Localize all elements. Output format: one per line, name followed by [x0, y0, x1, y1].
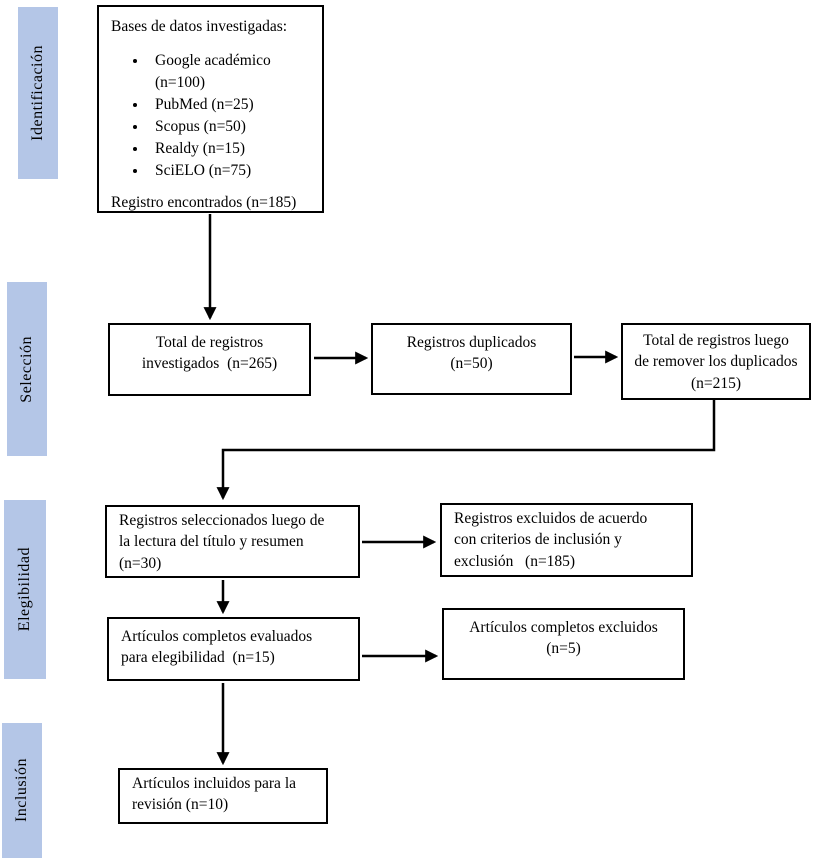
box-text-line: Artículos incluidos para la — [132, 775, 296, 792]
box-text-line: Registros excluidos de acuerdo — [454, 510, 648, 527]
box-text-line: (n=215) — [690, 374, 742, 392]
box-text-line: la lectura del título y resumen — [119, 533, 304, 551]
database-item: PubMed (n=25) — [148, 94, 312, 116]
databases-box-title: Bases de datos investigadas: — [111, 18, 288, 35]
database-item: SciELO (n=75) — [148, 160, 312, 182]
database-item: Google académico (n=100) — [148, 50, 312, 94]
box-registros-duplicados: Registros duplicados (n=50) — [371, 323, 572, 395]
arrow-sinduplicados-to-seleccionados — [216, 400, 716, 501]
box-text-line: de remover los duplicados — [634, 353, 798, 371]
box-registros-sin-duplicados: Total de registros luego de remover los … — [621, 323, 811, 400]
databases-box: Bases de datos investigadas: Google acad… — [97, 5, 324, 213]
box-registros-excluidos-criterios: Registros excluidos de acuerdo con crite… — [440, 503, 693, 577]
box-text-line: Artículos completos excluidos — [469, 619, 658, 636]
box-text-line: para elegibilidad (n=15) — [121, 649, 275, 667]
database-item: Realdy (n=15) — [148, 138, 312, 160]
databases-box-footer: Registro encontrados (n=185) — [111, 194, 297, 212]
box-text-line: Registros duplicados — [406, 334, 537, 351]
box-total-registros-investigados: Total de registros investigados (n=265) — [108, 323, 311, 396]
box-text-line: Artículos completos evaluados — [121, 628, 313, 645]
box-text-line: Registros seleccionados luego de — [119, 512, 325, 529]
box-registros-seleccionados: Registros seleccionados luego de la lect… — [105, 505, 360, 578]
box-articulos-incluidos: Artículos incluidos para la revisión (n=… — [118, 768, 328, 824]
stage-label-text: Selección — [18, 335, 35, 403]
box-text-line: (n=30) — [119, 554, 162, 572]
stage-label-text: Elegibilidad — [16, 547, 33, 632]
database-item: Scopus (n=50) — [148, 116, 312, 138]
stage-label-elegibilidad: Elegibilidad — [4, 500, 46, 679]
box-text-line: exclusión (n=185) — [454, 552, 576, 570]
databases-list: Google académico (n=100) PubMed (n=25) S… — [111, 50, 312, 182]
stage-label-text: Inclusión — [13, 758, 30, 823]
box-text-line: Total de registros — [155, 334, 264, 351]
box-text-line: (n=5) — [546, 640, 581, 658]
box-text-line: (n=50) — [450, 355, 493, 373]
stage-label-seleccion: Selección — [7, 282, 47, 456]
stage-label-identificacion: Identificación — [18, 7, 58, 179]
box-text-line: con criterios de inclusión y — [454, 531, 622, 549]
box-articulos-evaluados: Artículos completos evaluados para elegi… — [107, 617, 360, 681]
box-text-line: revisión (n=10) — [132, 796, 229, 814]
box-text-line: Total de registros luego — [643, 332, 789, 349]
box-text-line: investigados (n=265) — [141, 355, 278, 373]
box-articulos-completos-excluidos: Artículos completos excluidos (n=5) — [442, 608, 685, 680]
stage-label-inclusion: Inclusión — [2, 723, 42, 858]
stage-label-text: Identificación — [29, 45, 46, 141]
